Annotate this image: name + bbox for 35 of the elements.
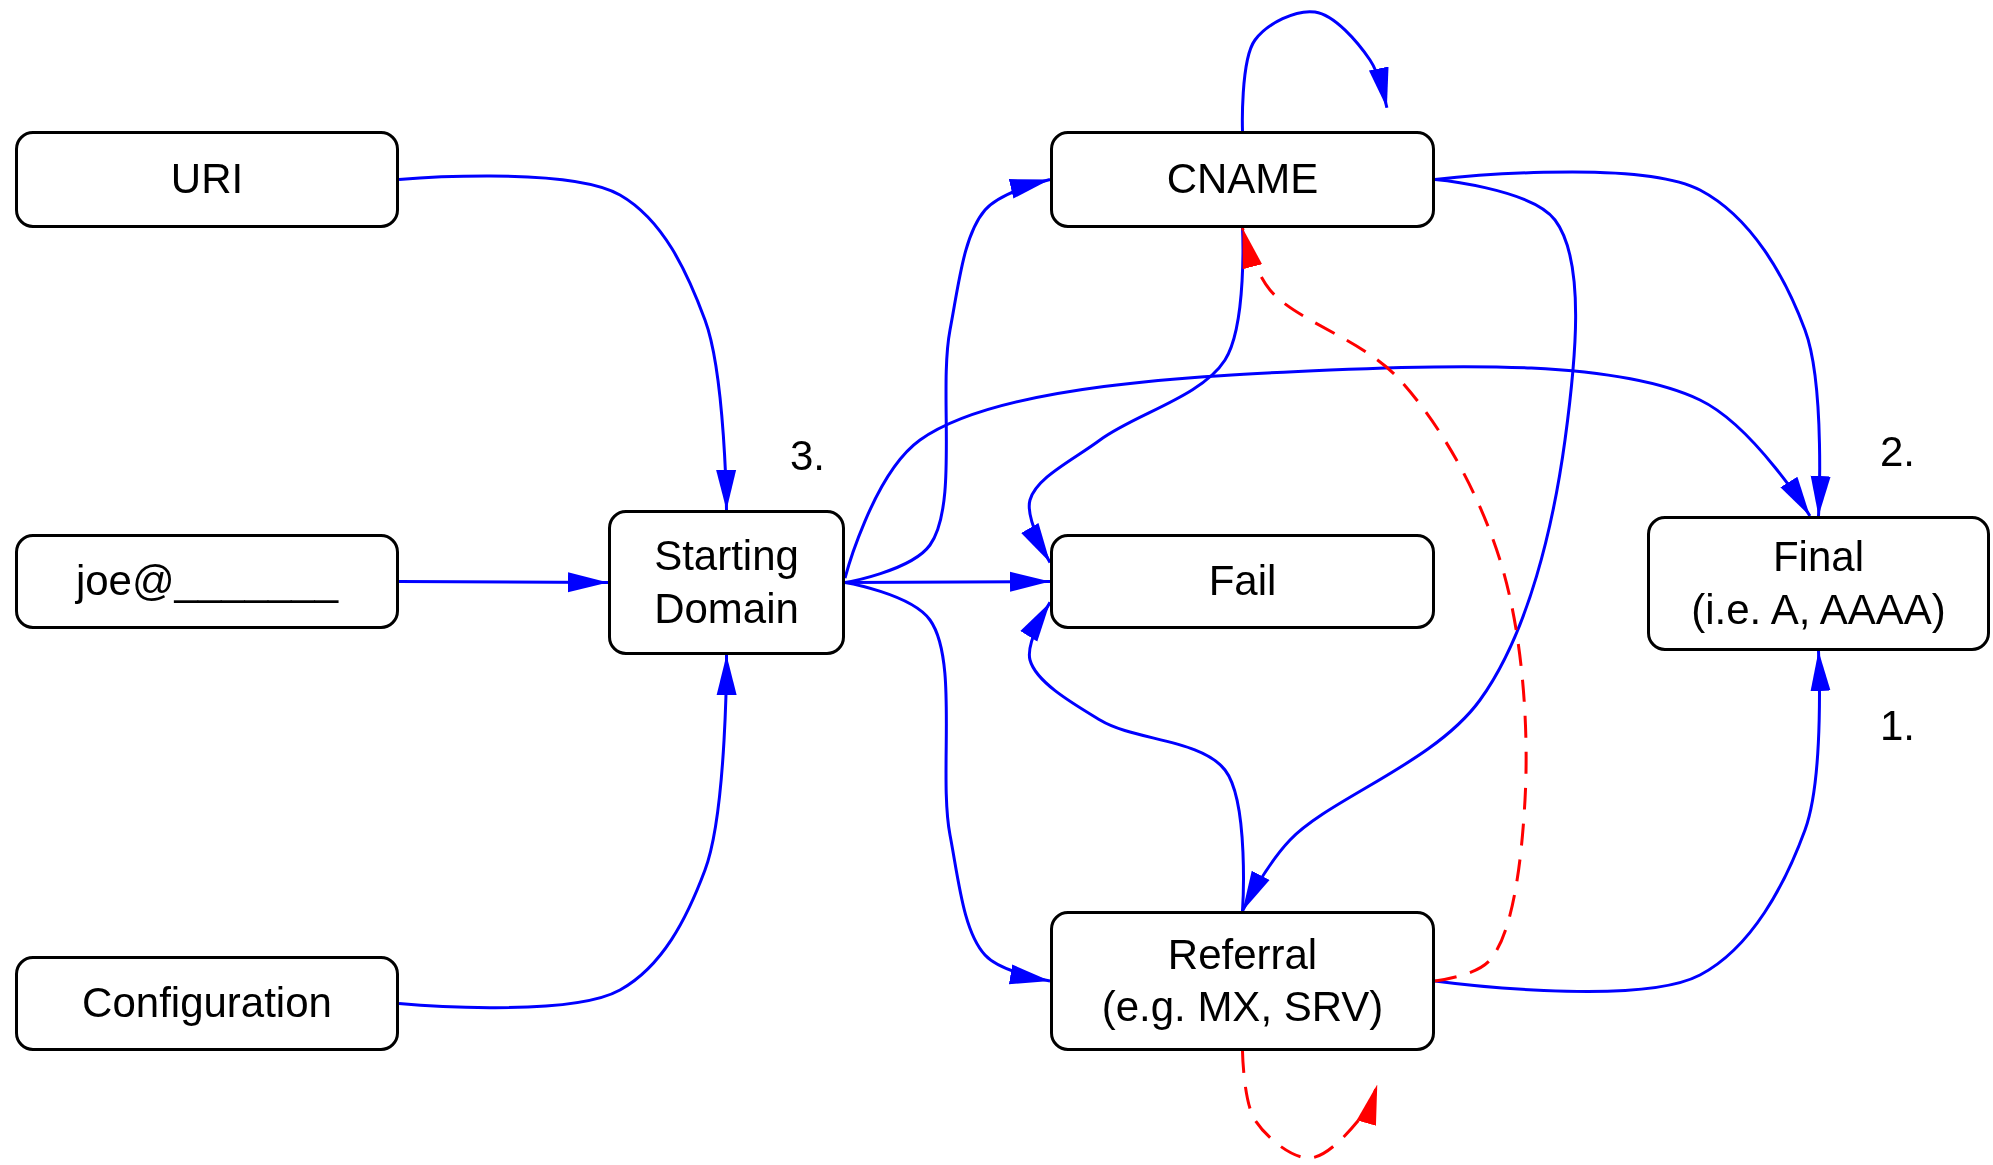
node-label: (i.e. A, AAAA) bbox=[1691, 584, 1946, 635]
process-box bbox=[1050, 911, 1435, 1051]
arrow bbox=[845, 571, 1050, 592]
self-loop-arrow bbox=[1240, 10, 1389, 132]
process-box bbox=[608, 510, 845, 655]
step-number: 2. bbox=[1880, 428, 1916, 476]
node-label: Fail bbox=[1208, 556, 1277, 607]
node-label: Starting Domain bbox=[653, 531, 800, 634]
arrow bbox=[1021, 227, 1245, 564]
arrow bbox=[399, 572, 608, 593]
process-box bbox=[1050, 534, 1435, 629]
step-number: 3. bbox=[790, 432, 826, 480]
process-box bbox=[1647, 516, 1990, 651]
node-label: Referral bbox=[1167, 929, 1318, 980]
arrow bbox=[398, 655, 737, 1010]
node-label: URI bbox=[170, 154, 244, 205]
node-label: Final bbox=[1772, 532, 1864, 582]
node-label: joe@_______ bbox=[75, 556, 339, 607]
step-number: 1. bbox=[1880, 702, 1916, 750]
process-box bbox=[1050, 131, 1435, 228]
node-label: (e.g. MX, SRV) bbox=[1101, 982, 1384, 1032]
arrow bbox=[844, 178, 1051, 584]
arrow bbox=[1241, 227, 1528, 983]
process-box bbox=[15, 956, 399, 1051]
arrow bbox=[844, 581, 1051, 984]
self-loop-arrow bbox=[1241, 1050, 1379, 1160]
arrow bbox=[843, 365, 1812, 579]
process-box bbox=[15, 131, 399, 228]
node-label: CNAME bbox=[1166, 154, 1319, 205]
arrow bbox=[1241, 178, 1578, 912]
node-label: Configuration bbox=[82, 978, 332, 1029]
process-box bbox=[15, 534, 399, 629]
arrow bbox=[1020, 601, 1245, 912]
arrow bbox=[1434, 650, 1831, 993]
arrow bbox=[398, 174, 736, 511]
